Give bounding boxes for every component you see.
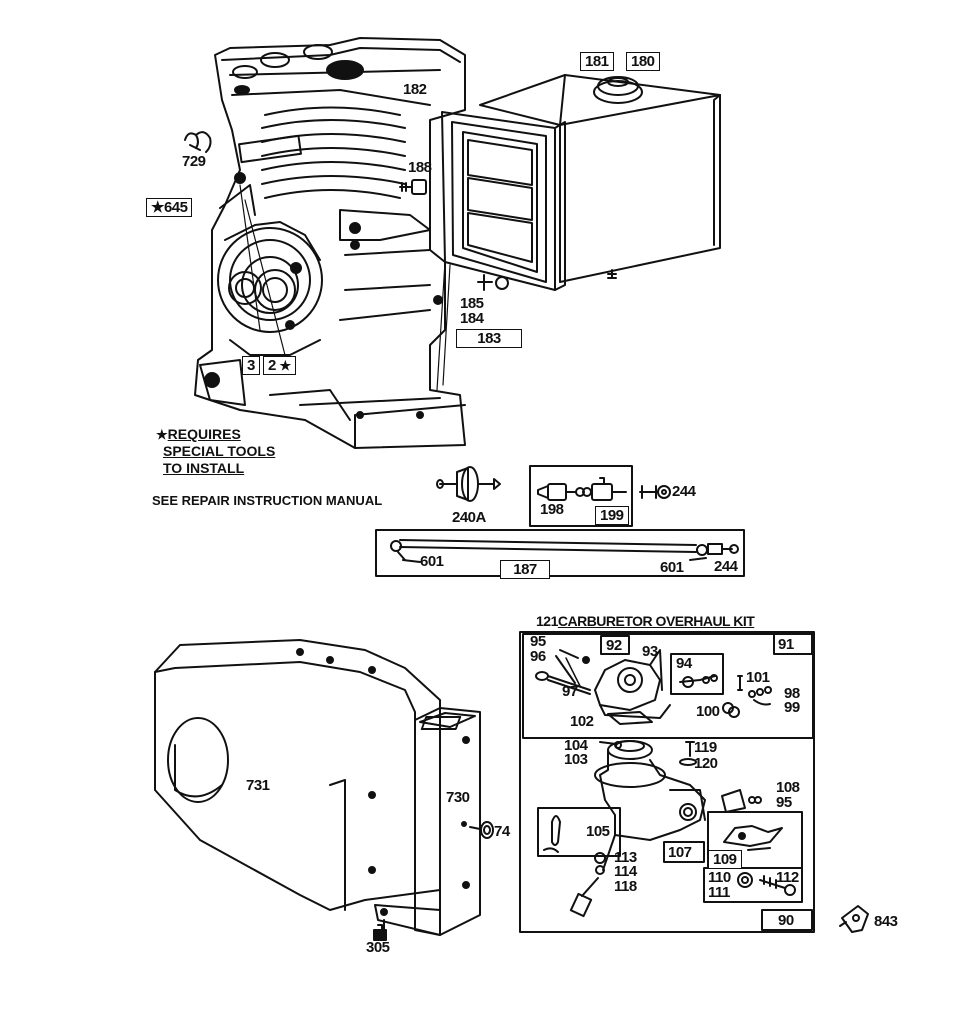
label-198: 198 — [540, 501, 564, 518]
star-icon: ★ — [151, 199, 164, 216]
label-181: 181 — [580, 52, 614, 71]
label-74: 74 — [494, 823, 510, 840]
label-120: 120 — [694, 755, 718, 772]
fuel-line-187-drawing — [375, 529, 745, 577]
label-118: 118 — [614, 878, 637, 895]
carburetor-kit-drawing — [519, 631, 815, 933]
label-110: 110 — [708, 869, 731, 886]
label-95-top: 95 — [530, 633, 546, 650]
star-icon: ★ — [279, 358, 292, 373]
label-102: 102 — [570, 713, 594, 730]
label-182: 182 — [403, 81, 427, 98]
label-183: 183 — [456, 329, 522, 348]
label-97: 97 — [562, 683, 578, 700]
label-111: 111 — [708, 884, 730, 901]
label-244-bottom: 244 — [714, 558, 738, 575]
label-107: 107 — [668, 844, 692, 861]
label-93: 93 — [642, 643, 658, 660]
blower-housing-731-drawing — [154, 639, 441, 911]
label-187: 187 — [500, 560, 550, 579]
label-601-left: 601 — [420, 553, 444, 570]
label-185: 185 — [460, 295, 484, 312]
engine-block-drawing — [194, 37, 466, 449]
label-645: ★645 — [146, 198, 193, 217]
kit-title: 121CARBURETOR OVERHAUL KIT — [536, 613, 755, 629]
label-109: 109 — [708, 850, 742, 869]
label-843: 843 — [874, 913, 898, 930]
label-101: 101 — [746, 669, 770, 686]
label-188: 188 — [408, 159, 432, 176]
air-cleaner-drawing — [441, 111, 566, 291]
fuel-filter-240a-drawing — [436, 466, 501, 502]
label-199: 199 — [595, 506, 629, 525]
key-843-drawing — [839, 905, 869, 933]
label-105: 105 — [586, 823, 610, 840]
label-92: 92 — [606, 637, 622, 654]
label-601-right: 601 — [660, 559, 684, 576]
leader-645 — [219, 184, 256, 216]
label-180: 180 — [626, 52, 660, 71]
special-tools-note: ★REQUIRES SPECIAL TOOLS TO INSTALL — [156, 426, 276, 476]
label-2: 2 ★ — [263, 356, 296, 375]
shutoff-valve-drawing — [529, 465, 671, 527]
label-114: 114 — [614, 863, 637, 880]
label-95-bottom: 95 — [776, 794, 792, 811]
label-98: 98 — [784, 685, 800, 702]
star-icon: ★ — [156, 427, 168, 442]
label-305: 305 — [366, 939, 390, 956]
label-112: 112 — [776, 869, 799, 886]
label-244-top: 244 — [672, 483, 696, 500]
label-3: 3 — [242, 356, 260, 375]
label-240a: 240A — [452, 509, 486, 526]
label-108: 108 — [776, 779, 800, 796]
label-103: 103 — [564, 751, 588, 768]
label-104: 104 — [564, 737, 588, 754]
label-184: 184 — [460, 310, 484, 327]
bolt-188-drawing — [399, 179, 427, 195]
screw-74-drawing — [461, 821, 494, 839]
label-731: 731 — [246, 777, 270, 794]
nut-305-drawing — [373, 924, 387, 941]
label-94: 94 — [676, 655, 692, 672]
fuel-tank-drawing — [479, 74, 721, 283]
label-99: 99 — [784, 699, 800, 716]
label-91: 91 — [778, 636, 794, 653]
label-729: 729 — [182, 153, 206, 170]
label-96: 96 — [530, 648, 546, 665]
baffle-730-drawing — [374, 707, 481, 936]
clip-729-drawing — [184, 131, 212, 153]
label-90: 90 — [778, 912, 794, 929]
label-113: 113 — [614, 849, 637, 866]
label-730: 730 — [446, 789, 470, 806]
repair-manual-note: SEE REPAIR INSTRUCTION MANUAL — [152, 493, 383, 508]
label-100: 100 — [696, 703, 720, 720]
label-119: 119 — [694, 739, 717, 756]
